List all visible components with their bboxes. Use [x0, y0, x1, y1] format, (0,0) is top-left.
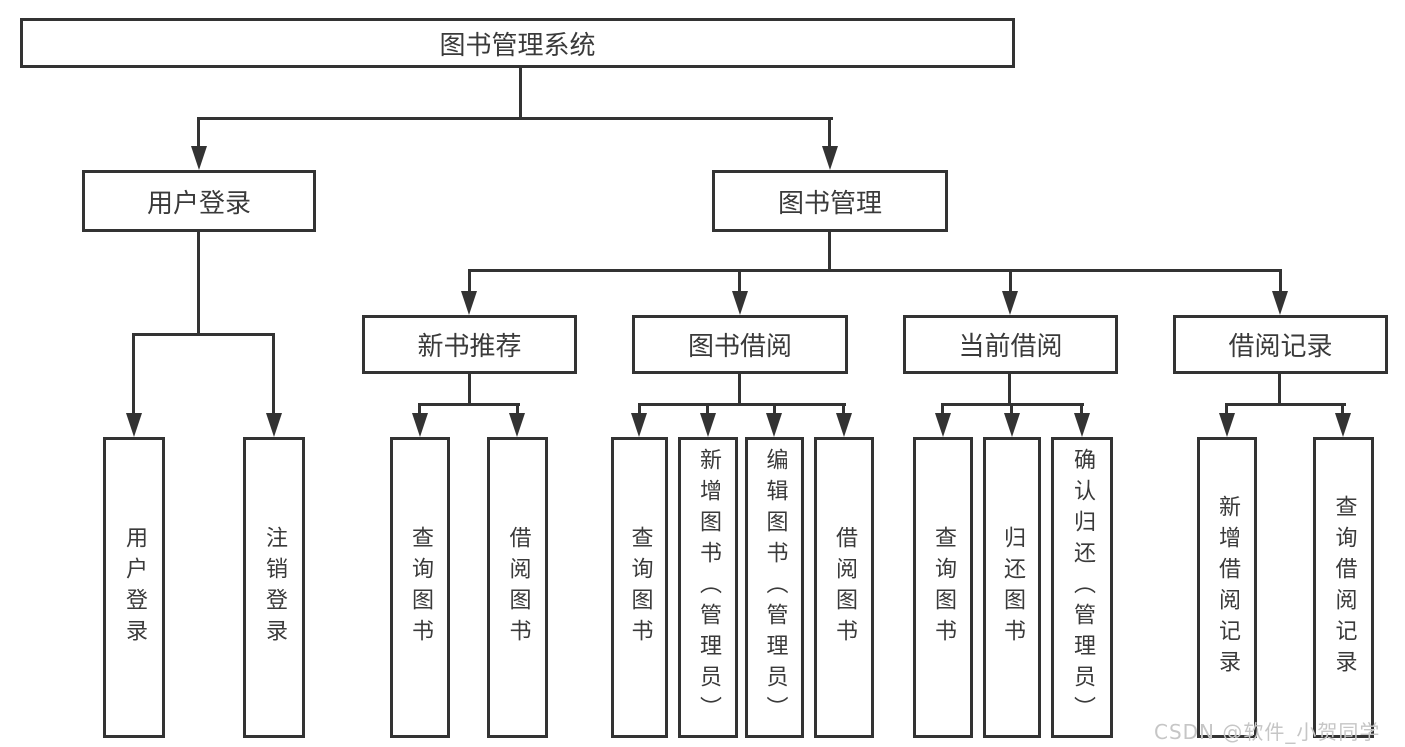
leaf-borrow-books-2: 借阅图书: [814, 437, 874, 738]
line-root-hbar: [198, 117, 833, 120]
leaf-borrow-books-1: 借阅图书: [487, 437, 548, 738]
line-drop-borrowrecords: [1279, 269, 1282, 295]
line-drop-user: [197, 117, 200, 150]
arrow-down-icon: [836, 413, 852, 437]
leaf-edit-book-admin: 编辑图书（管理员）: [745, 437, 804, 738]
leaf-query-books-3: 查询图书: [913, 437, 973, 738]
line-drop: [418, 403, 421, 417]
arrow-down-icon: [1335, 413, 1351, 437]
node-borrow-records: 借阅记录: [1173, 315, 1388, 374]
node-new-book-recommend: 新书推荐: [362, 315, 577, 374]
arrow-down-icon: [191, 146, 207, 170]
line-drop: [1010, 403, 1013, 417]
arrow-down-icon: [1002, 291, 1018, 315]
arrow-down-icon: [822, 146, 838, 170]
leaf-user-login: 用户登录: [103, 437, 165, 738]
leaf-add-borrow-record: 新增借阅记录: [1197, 437, 1257, 738]
arrow-down-icon: [509, 413, 525, 437]
line-drop-user-login: [132, 333, 135, 415]
arrow-down-icon: [1219, 413, 1235, 437]
line-drop: [941, 403, 944, 417]
leaf-add-book-admin: 新增图书（管理员）: [678, 437, 738, 738]
leaf-logout: 注销登录: [243, 437, 305, 738]
line-drop: [516, 403, 519, 417]
line-drop: [1341, 403, 1344, 417]
line-drop: [638, 403, 641, 417]
arrow-down-icon: [700, 413, 716, 437]
line-borrowrecords-stub: [1278, 374, 1281, 406]
leaf-query-borrow-record: 查询借阅记录: [1313, 437, 1374, 738]
arrow-down-icon: [631, 413, 647, 437]
line-drop-newbooks: [468, 269, 471, 295]
arrow-down-icon: [412, 413, 428, 437]
line-newbooks-stub: [468, 374, 471, 406]
watermark-text: CSDN @软件_小贺同学: [1154, 720, 1381, 744]
line-drop-bookborrow: [738, 269, 741, 295]
line-currentborrow-stub: [1008, 374, 1011, 406]
line-drop: [1225, 403, 1228, 417]
line-user-hbar: [132, 333, 275, 336]
arrow-down-icon: [1074, 413, 1090, 437]
line-drop-logout: [272, 333, 275, 415]
arrow-down-icon: [266, 413, 282, 437]
line-drop-bookmgmt: [828, 117, 831, 150]
leaf-query-books-1: 查询图书: [390, 437, 450, 738]
node-current-borrow: 当前借阅: [903, 315, 1118, 374]
line-newbooks-hbar: [418, 403, 520, 406]
arrow-down-icon: [461, 291, 477, 315]
line-user-stub: [197, 232, 200, 336]
node-user-login: 用户登录: [82, 170, 316, 232]
line-borrowrecords-hbar: [1225, 403, 1346, 406]
node-book-borrow: 图书借阅: [632, 315, 848, 374]
line-bookmgmt-hbar: [468, 269, 1282, 272]
node-book-management: 图书管理: [712, 170, 948, 232]
line-bookmgmt-stub: [828, 232, 831, 272]
line-drop: [773, 403, 776, 417]
leaf-return-books: 归还图书: [983, 437, 1041, 738]
line-bookborrow-stub: [738, 374, 741, 406]
leaf-confirm-return-admin: 确认归还（管理员）: [1051, 437, 1113, 738]
arrow-down-icon: [1272, 291, 1288, 315]
leaf-query-books-2: 查询图书: [611, 437, 668, 738]
arrow-down-icon: [935, 413, 951, 437]
line-drop: [1080, 403, 1083, 417]
arrow-down-icon: [126, 413, 142, 437]
line-drop: [706, 403, 709, 417]
arrow-down-icon: [732, 291, 748, 315]
node-root: 图书管理系统: [20, 18, 1015, 68]
line-root-stub: [519, 68, 522, 120]
arrow-down-icon: [766, 413, 782, 437]
line-drop: [842, 403, 845, 417]
line-drop-currentborrow: [1009, 269, 1012, 295]
arrow-down-icon: [1004, 413, 1020, 437]
line-bookborrow-hbar: [638, 403, 846, 406]
